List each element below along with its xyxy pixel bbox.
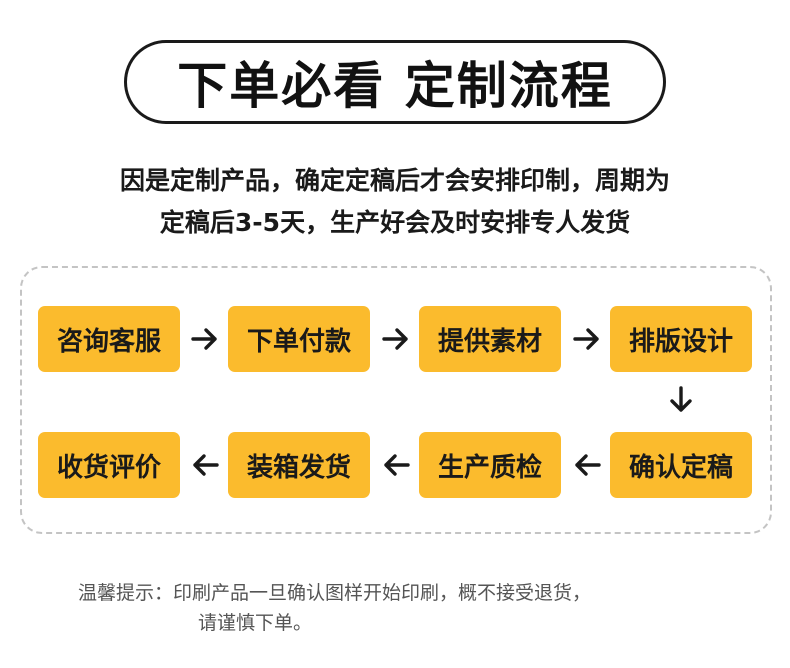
arrow-right-icon bbox=[381, 324, 411, 354]
step-provide-materials: 提供素材 bbox=[419, 306, 561, 372]
step-receive-review: 收货评价 bbox=[38, 432, 180, 498]
arrow-left-icon bbox=[190, 450, 220, 480]
arrow-left-icon bbox=[381, 450, 411, 480]
step-pack-ship: 装箱发货 bbox=[228, 432, 370, 498]
intro-line-1: 因是定制产品，确定定稿后才会安排印制，周期为 bbox=[119, 166, 670, 195]
step-consult-service: 咨询客服 bbox=[38, 306, 180, 372]
step-confirm-draft: 确认定稿 bbox=[610, 432, 752, 498]
reminder-line-1: 温馨提示：印刷产品一旦确认图样开始印刷，概不接受退货， bbox=[78, 582, 592, 604]
arrow-left-icon bbox=[572, 450, 602, 480]
step-layout-design: 排版设计 bbox=[610, 306, 752, 372]
arrow-right-icon bbox=[572, 324, 602, 354]
step-place-order: 下单付款 bbox=[228, 306, 370, 372]
intro-text: 因是定制产品，确定定稿后才会安排印制，周期为 定稿后3-5天，生产好会及时安排专… bbox=[0, 160, 790, 244]
intro-line-2: 定稿后3-5天，生产好会及时安排专人发货 bbox=[159, 208, 631, 237]
title-pill: 下单必看 定制流程 bbox=[124, 40, 666, 124]
arrow-down-icon bbox=[666, 385, 696, 415]
arrow-right-icon bbox=[190, 324, 220, 354]
process-flow-box bbox=[20, 266, 772, 534]
step-production-qc: 生产质检 bbox=[419, 432, 561, 498]
reminder-line-2: 请谨慎下单。 bbox=[198, 612, 313, 634]
reminder-note: 温馨提示：印刷产品一旦确认图样开始印刷，概不接受退货， 请谨慎下单。 bbox=[78, 578, 591, 638]
page-title: 下单必看 定制流程 bbox=[177, 57, 613, 115]
